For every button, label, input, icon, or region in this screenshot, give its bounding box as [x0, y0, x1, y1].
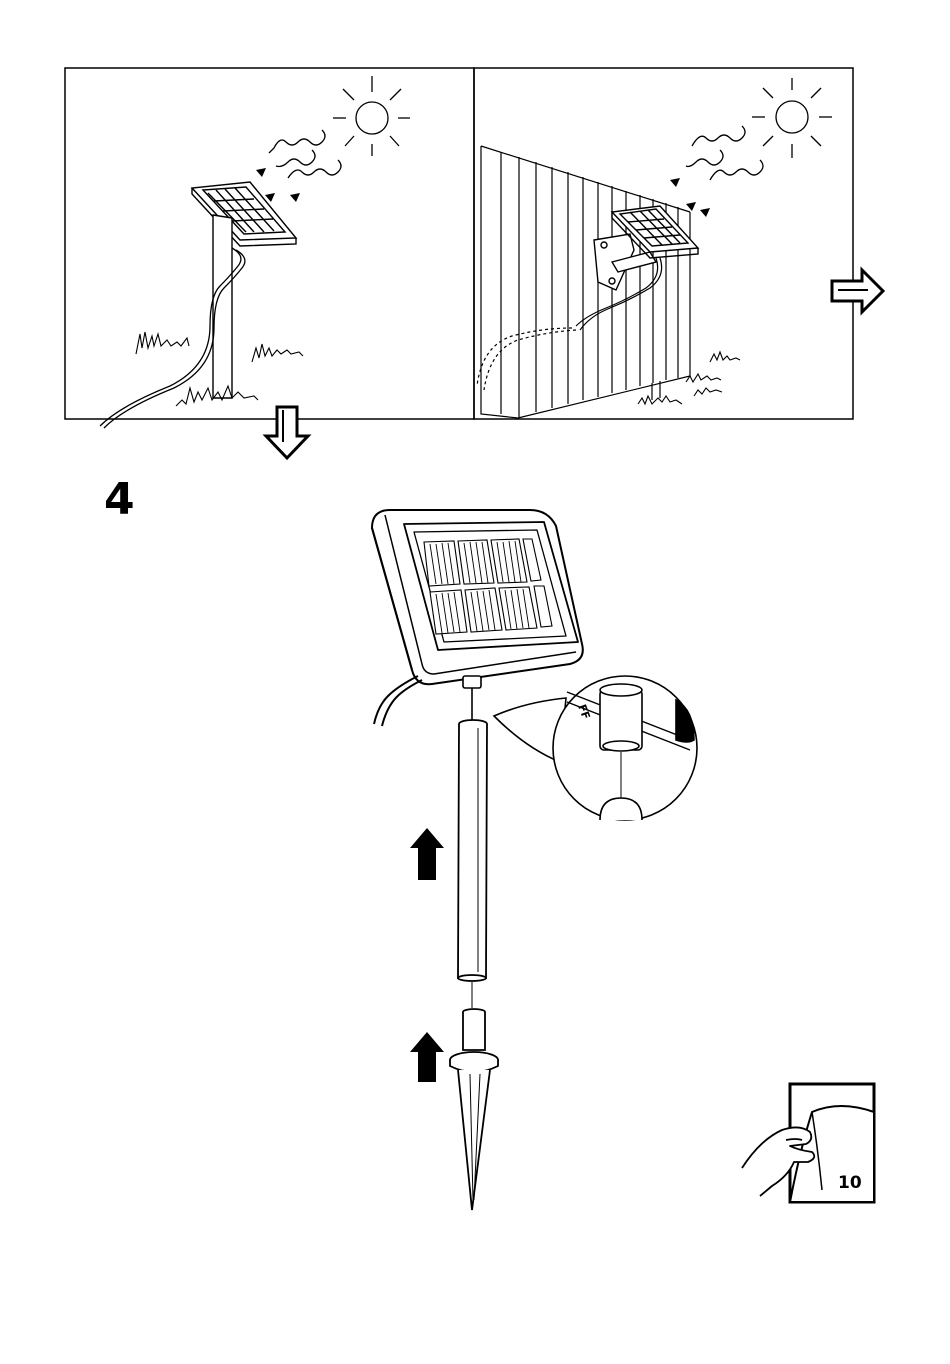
panel-frame-left	[65, 68, 474, 419]
step-number: 4	[104, 478, 135, 522]
fence-icon	[481, 146, 690, 418]
page-turn-indicator: 10	[738, 1080, 878, 1206]
page-number: 10	[838, 1173, 862, 1193]
arrow-up-icon	[410, 828, 444, 880]
assembly-illustration: FF	[360, 500, 710, 1220]
detail-zoom-icon	[494, 676, 697, 820]
sun-rays-icon	[686, 126, 763, 180]
arrow-up-icon	[410, 1032, 444, 1082]
arrowheads	[670, 178, 710, 217]
sun-rays-icon	[269, 130, 341, 178]
arrow-down-icon	[266, 407, 308, 458]
stake-icon	[450, 1009, 498, 1210]
pole-icon	[458, 720, 487, 1008]
assembly-drawing: FF	[360, 500, 710, 1220]
placement-panels	[0, 0, 950, 470]
cable-icon	[374, 676, 422, 726]
placement-illustration	[0, 0, 950, 470]
page-turn-icon: 10	[738, 1080, 878, 1206]
cable-icon	[477, 258, 662, 390]
arrow-right-icon	[832, 270, 883, 312]
sun-icon	[752, 78, 832, 158]
panel-connector	[463, 676, 481, 720]
sun-icon	[333, 76, 410, 156]
solar-panel-icon	[192, 182, 296, 246]
